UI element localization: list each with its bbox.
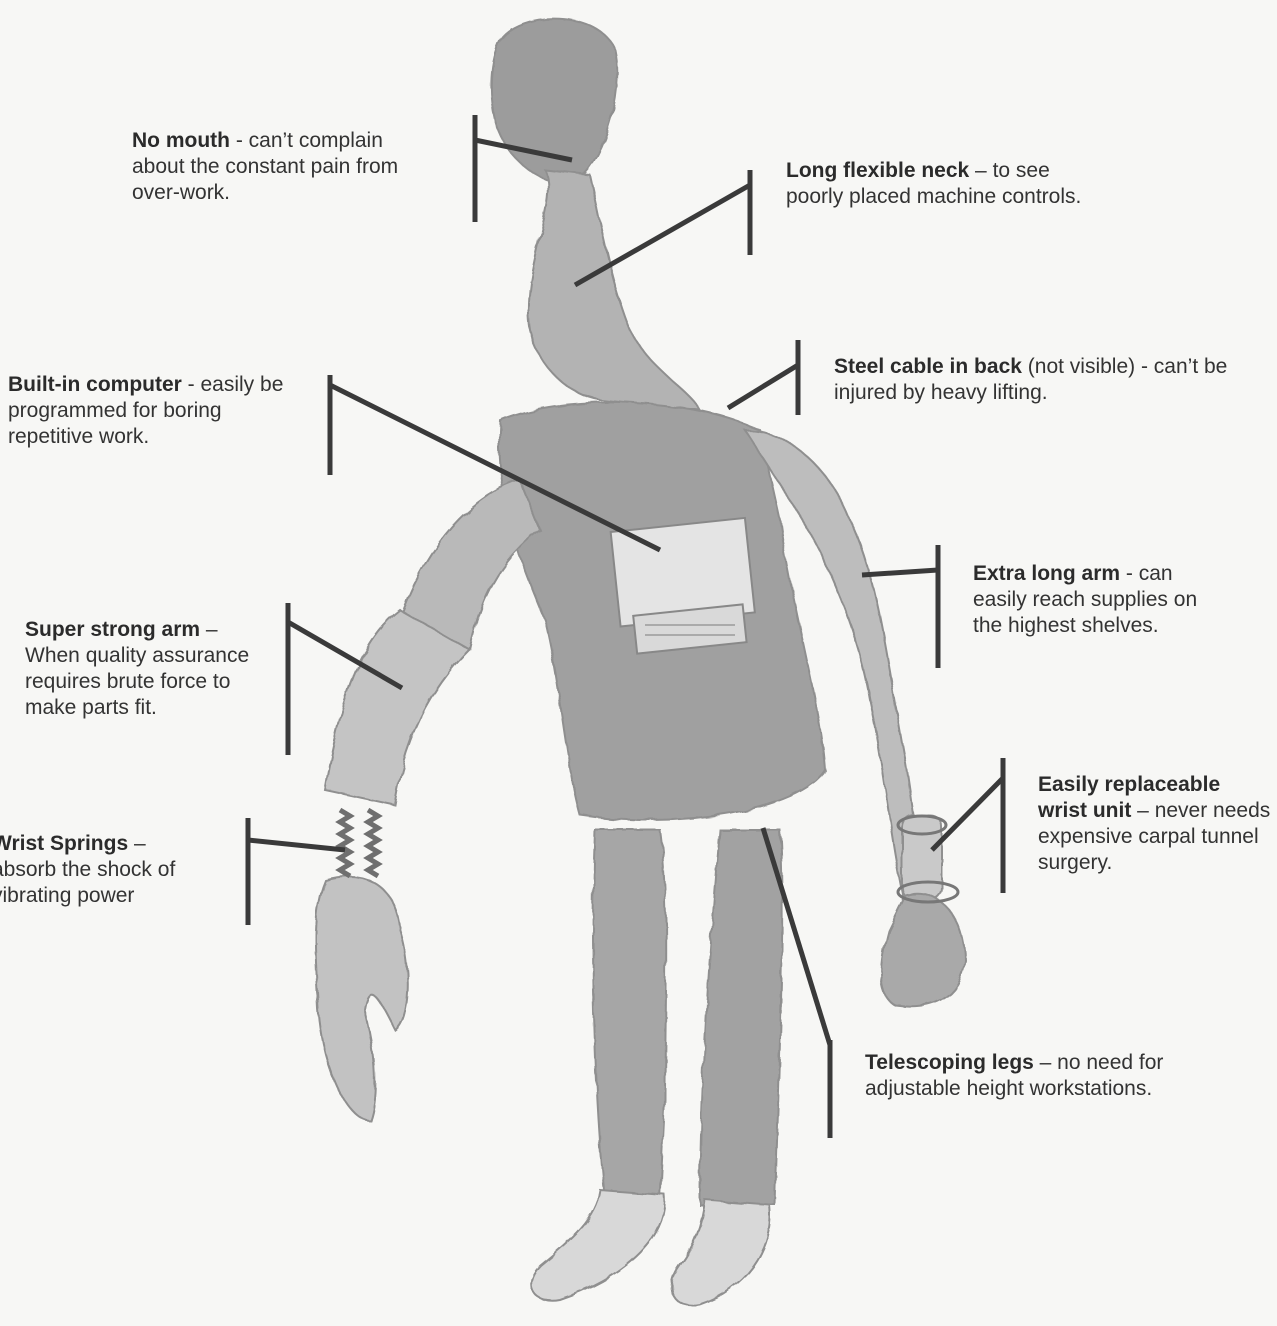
strong-arm-forearm — [325, 610, 470, 805]
callout-cable: Steel cable in back (not visible) - can’… — [834, 354, 1234, 406]
callout-title: Super strong arm — [25, 618, 200, 641]
callout-legs: Telescoping legs – no need for adjustabl… — [865, 1050, 1165, 1102]
callout-title: Extra long arm — [973, 562, 1120, 585]
callout-wrist-unit: Easily replaceable wrist unit – never ne… — [1038, 772, 1274, 876]
left-shoe — [531, 1190, 666, 1301]
callout-title: Steel cable in back — [834, 355, 1022, 378]
left-hand — [315, 877, 407, 1120]
callout-title: Telescoping legs — [865, 1051, 1034, 1074]
callout-computer: Built-in computer - easily be programmed… — [8, 372, 308, 450]
callout-title: Built-in computer — [8, 373, 182, 396]
wrist-unit — [902, 815, 942, 900]
callout-title: Long flexible neck — [786, 159, 969, 182]
wrist-springs — [340, 810, 378, 876]
callout-springs: Wrist Springs – absorb the shock of vibr… — [0, 831, 207, 909]
callout-neck: Long flexible neck – to see poorly place… — [786, 158, 1096, 210]
right-shoe — [672, 1200, 771, 1306]
left-leg — [593, 830, 666, 1200]
callout-no-mouth: No mouth - can’t complain about the cons… — [132, 128, 432, 206]
callout-title: Wrist Springs — [0, 832, 128, 855]
callout-long-arm: Extra long arm - can easily reach suppli… — [973, 561, 1223, 659]
callout-strong-arm: Super strong arm – When quality assuranc… — [25, 617, 255, 745]
right-hand — [881, 893, 965, 1006]
callout-title: No mouth — [132, 129, 230, 152]
right-leg — [700, 830, 782, 1205]
neck — [528, 170, 700, 410]
